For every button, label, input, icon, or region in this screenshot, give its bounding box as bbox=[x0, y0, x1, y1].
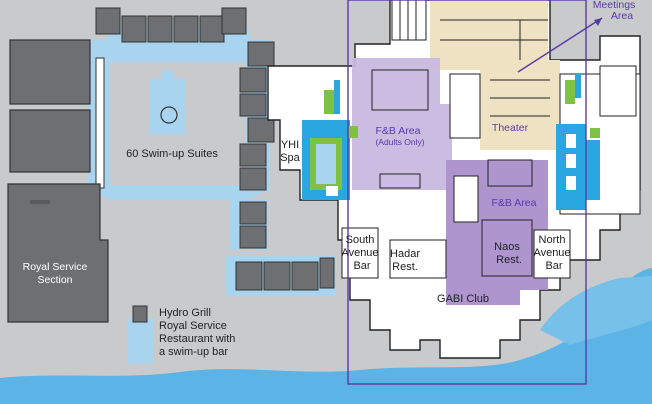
label-north-avenue-2: Avenue bbox=[533, 247, 570, 259]
hydro-grill bbox=[128, 305, 154, 364]
sea bbox=[0, 268, 652, 404]
royal-service-buildings bbox=[7, 39, 109, 323]
label-hydro-grill-4: a swim-up bar bbox=[159, 346, 228, 358]
label-theater: Theater bbox=[492, 122, 529, 134]
label-gabi-club: GABI Club bbox=[437, 293, 489, 305]
label-meetings-area-2: Area bbox=[611, 10, 633, 22]
label-yhi-spa-2: Spa bbox=[280, 152, 300, 164]
label-royal-service-2: Section bbox=[37, 274, 72, 286]
label-royal-service-1: Royal Service bbox=[23, 261, 88, 273]
label-south-avenue-3: Bar bbox=[353, 260, 370, 272]
label-south-avenue-1: South bbox=[346, 234, 375, 246]
label-hadar-2: Rest. bbox=[392, 261, 418, 273]
label-hydro-grill-3: Restaurant with bbox=[159, 333, 235, 345]
label-fb-area: F&B Area bbox=[492, 197, 537, 209]
sea-cove bbox=[540, 276, 652, 345]
label-hadar-1: Hadar bbox=[390, 248, 420, 260]
label-naos-1: Naos bbox=[494, 241, 520, 253]
swim-up-suites bbox=[88, 7, 275, 200]
label-fb-adults-2: (Adults Only) bbox=[375, 137, 424, 147]
label-naos-2: Rest. bbox=[496, 254, 522, 266]
label-fb-adults-1: F&B Area bbox=[376, 125, 421, 137]
label-south-avenue-2: Avenue bbox=[341, 247, 378, 259]
label-yhi-spa-1: YHI bbox=[281, 139, 299, 151]
label-hydro-grill-2: Royal Service bbox=[159, 320, 227, 332]
label-north-avenue-1: North bbox=[539, 234, 566, 246]
meetings-arrow bbox=[517, 17, 603, 73]
label-north-avenue-3: Bar bbox=[545, 260, 562, 272]
label-swim-up-suites: 60 Swim-up Suites bbox=[126, 148, 218, 160]
highlight-frame bbox=[347, 0, 587, 385]
cottages bbox=[226, 200, 336, 296]
label-hydro-grill-1: Hydro Grill bbox=[159, 307, 211, 319]
label-meetings-area-1: Meetings bbox=[593, 0, 636, 11]
